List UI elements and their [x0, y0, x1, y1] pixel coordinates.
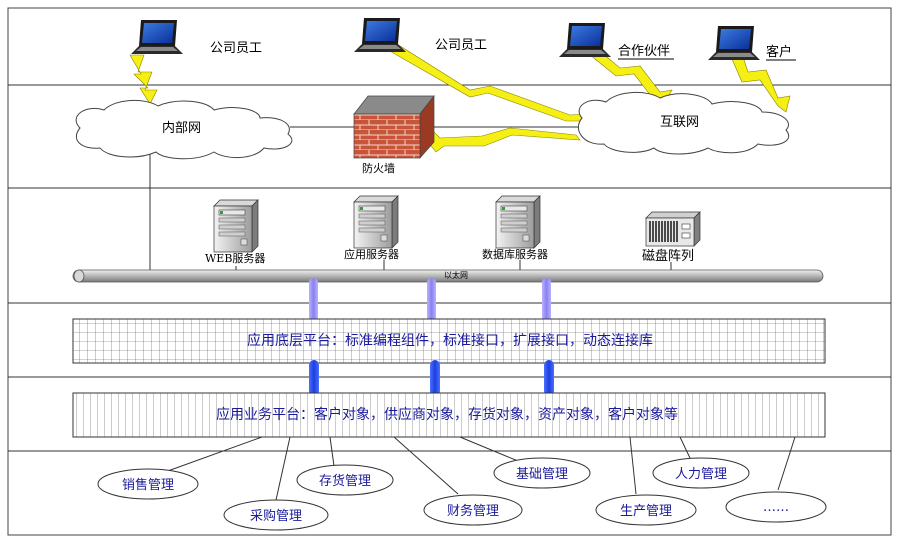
module-production	[595, 494, 697, 526]
module-hr-label: 人力管理	[675, 467, 727, 482]
db-server-label: 数据库服务器	[482, 247, 548, 261]
module-finance	[423, 494, 523, 526]
module-sales	[97, 468, 199, 500]
db-server-icon	[495, 195, 541, 249]
module-inventory-label: 存货管理	[319, 473, 371, 489]
lightning-partner-icon	[583, 47, 673, 101]
user-partner-label: 合作伙伴	[618, 44, 670, 59]
firewall-label: 防火墙	[362, 161, 395, 175]
module-connectors	[164, 436, 796, 501]
module-sales-label: 销售管理	[122, 477, 174, 493]
internet-label: 互联网	[660, 115, 699, 130]
connectors-upper	[309, 278, 551, 322]
base-platform-label: 应用底层平台：标准编程组件，标准接口，扩展接口，动态连接库	[247, 332, 653, 349]
business-platform-label: 应用业务平台：客户对象，供应商对象，存货对象，资产对象，客户对象等	[216, 406, 678, 423]
module-basic	[493, 457, 591, 489]
ethernet-label: 以太网	[444, 270, 468, 280]
business-platform-box	[72, 392, 826, 438]
user-employee1-label: 公司员工	[210, 41, 262, 56]
outer-frame	[7, 7, 892, 536]
lightning-customer-icon	[727, 47, 791, 113]
internet-cloud-icon	[577, 92, 789, 155]
module-more-label: ……	[763, 500, 789, 515]
connectors-lower	[309, 360, 554, 396]
intranet-cloud-icon	[75, 100, 293, 160]
module-basic-label: 基础管理	[516, 467, 568, 482]
lightning-employee1-icon	[129, 54, 158, 105]
module-hr	[652, 457, 750, 489]
module-list: 销售管理 采购管理 存货管理 财务管理 基础管理 生产管理 人力管理 ……	[97, 457, 827, 531]
module-purchase-label: 采购管理	[250, 508, 302, 524]
module-more	[725, 491, 827, 523]
disk-array-label: 磁盘阵列	[642, 248, 694, 264]
lightning-firewall-icon	[419, 127, 581, 153]
ethernet-bus: 以太网	[72, 269, 824, 283]
laptop-partner-icon	[559, 23, 611, 57]
web-server-icon	[213, 199, 259, 253]
disk-array-icon	[645, 211, 701, 247]
app-server-label: 应用服务器	[344, 247, 399, 261]
web-server-label: WEB服务器	[205, 252, 265, 265]
module-inventory	[296, 464, 394, 496]
lightning-links	[129, 45, 791, 153]
user-employee2-label: 公司员工	[435, 38, 487, 53]
laptop-employee1-icon	[131, 20, 183, 54]
app-server-icon	[353, 195, 399, 249]
module-purchase	[223, 499, 329, 531]
module-production-label: 生产管理	[620, 504, 672, 519]
laptop-customer-icon	[708, 26, 760, 60]
layer-separators	[8, 84, 891, 452]
intranet-label: 内部网	[162, 120, 201, 136]
base-platform-box	[72, 318, 826, 364]
laptop-employee2-icon	[354, 18, 406, 52]
firewall-icon	[353, 94, 435, 159]
user-customer-label: 客户	[766, 44, 792, 60]
module-finance-label: 财务管理	[447, 503, 499, 519]
